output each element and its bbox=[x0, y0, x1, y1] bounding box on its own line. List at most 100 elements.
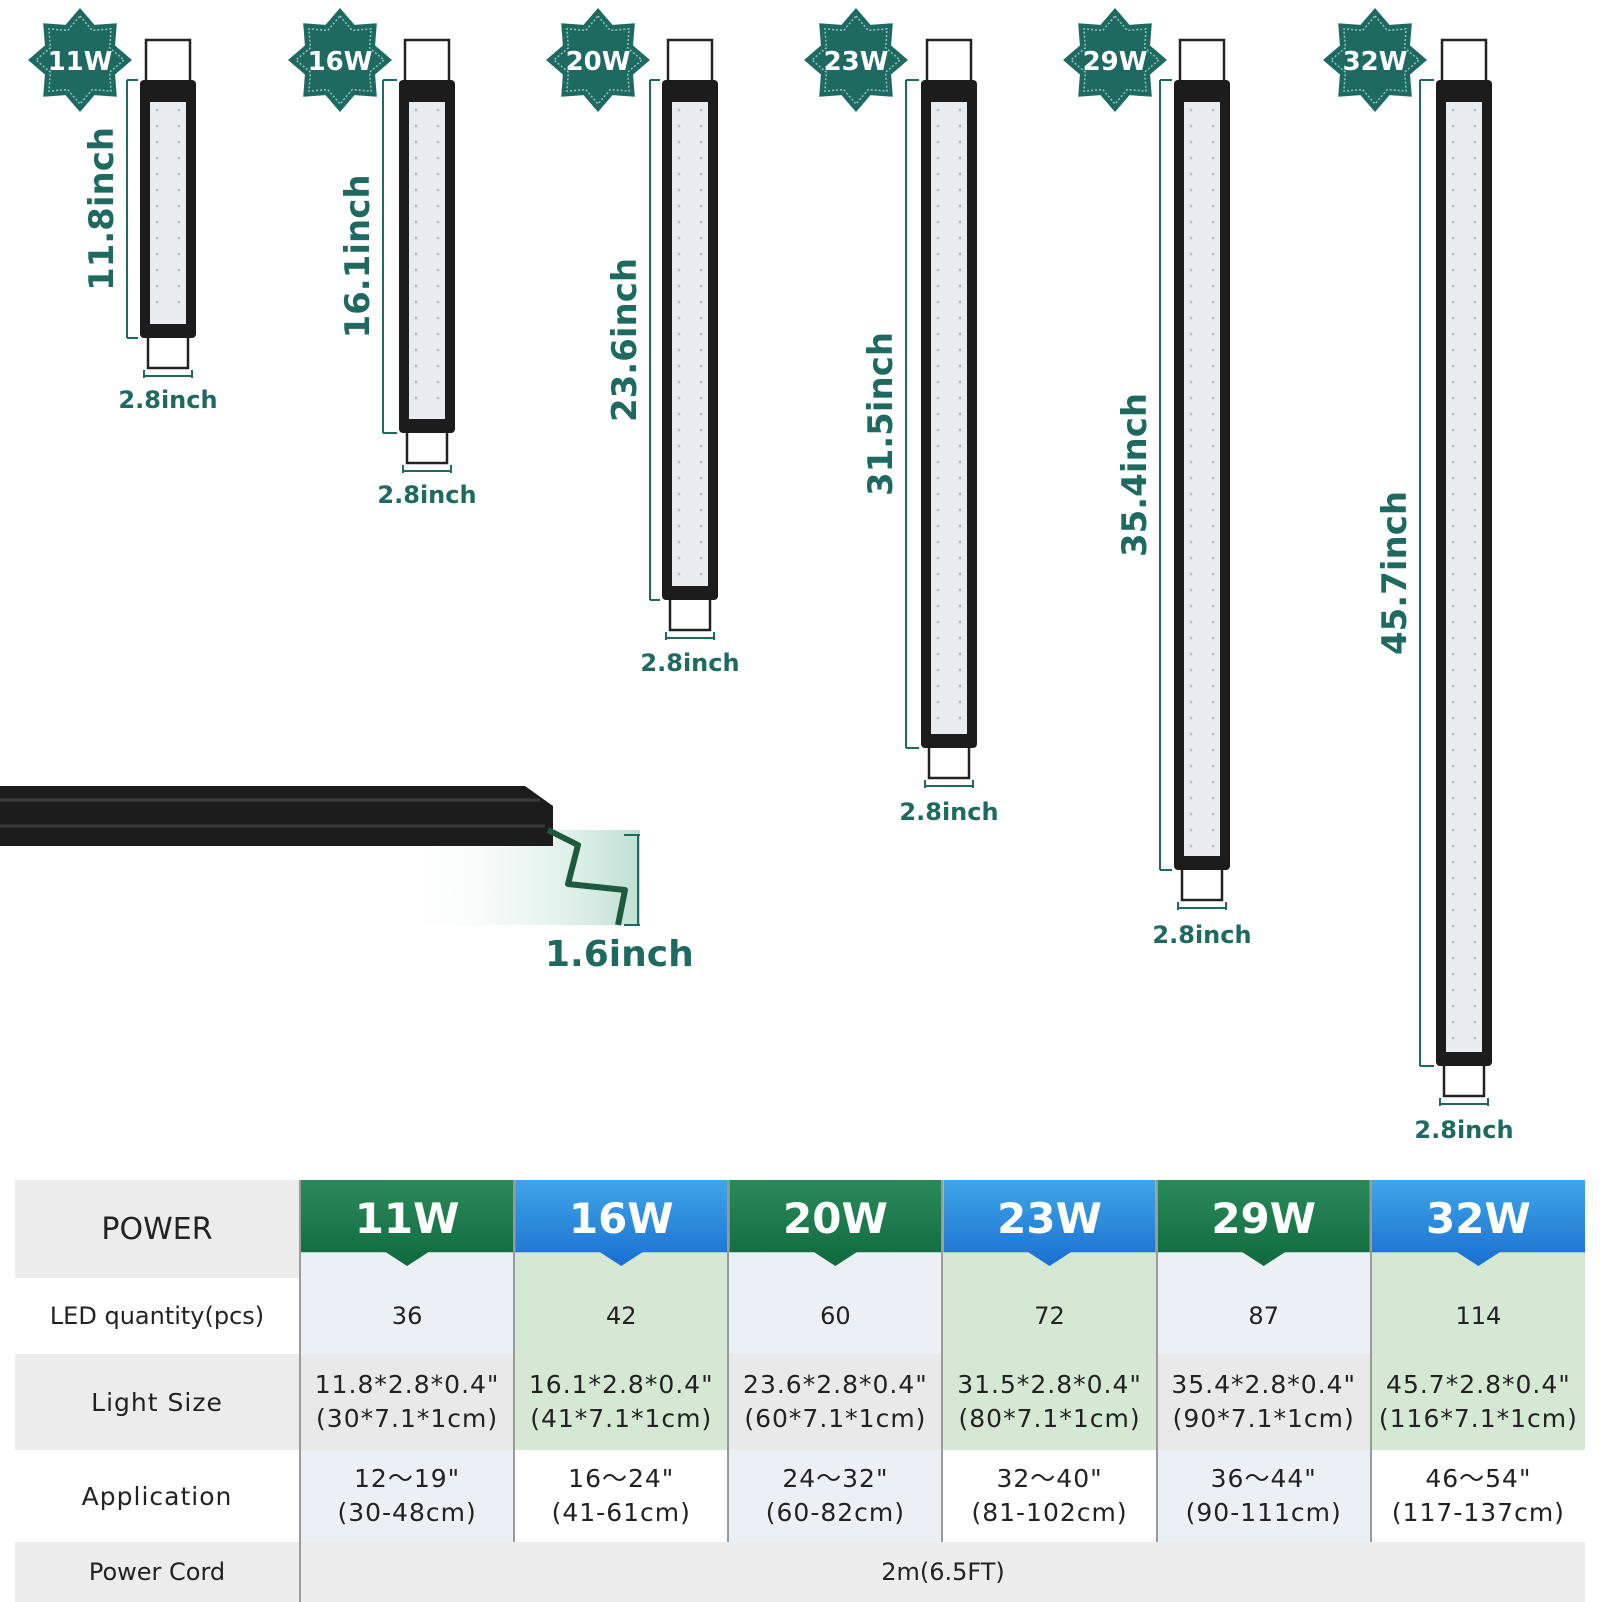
led-dot bbox=[1211, 620, 1215, 624]
led-dot bbox=[1473, 796, 1477, 800]
led-dot bbox=[936, 412, 940, 416]
led-dot bbox=[1189, 588, 1193, 592]
led-dot bbox=[936, 652, 940, 656]
led-dot bbox=[1473, 860, 1477, 864]
led-dot bbox=[1451, 604, 1455, 608]
led-dot bbox=[1451, 972, 1455, 976]
led-dot bbox=[155, 204, 159, 208]
led-dot bbox=[958, 588, 962, 592]
led-dot bbox=[1211, 764, 1215, 768]
led-dot bbox=[436, 300, 440, 304]
led-dot bbox=[414, 316, 418, 320]
led-dot bbox=[677, 140, 681, 144]
led-dot bbox=[1211, 588, 1215, 592]
led-dot bbox=[1473, 732, 1477, 736]
length-label: 11.8inch bbox=[82, 127, 122, 291]
led-dot bbox=[436, 204, 440, 208]
led-panel bbox=[931, 102, 967, 734]
led-dot bbox=[936, 396, 940, 400]
led-dot bbox=[436, 348, 440, 352]
led-dot bbox=[1473, 572, 1477, 576]
led-dot bbox=[958, 684, 962, 688]
led-dot bbox=[1189, 748, 1193, 752]
led-dot bbox=[155, 284, 159, 288]
led-dot bbox=[1189, 796, 1193, 800]
led-dot bbox=[677, 348, 681, 352]
bottom-bracket bbox=[668, 600, 712, 632]
led-dot bbox=[177, 300, 181, 304]
led-dot bbox=[958, 204, 962, 208]
led-dot bbox=[1451, 108, 1455, 112]
led-dot bbox=[177, 220, 181, 224]
led-dot bbox=[1211, 412, 1215, 416]
led-dot bbox=[1211, 108, 1215, 112]
led-dot bbox=[414, 332, 418, 336]
led-dot bbox=[936, 700, 940, 704]
led-dot bbox=[414, 268, 418, 272]
led-dot bbox=[936, 236, 940, 240]
led-dot bbox=[1451, 828, 1455, 832]
led-dot bbox=[936, 572, 940, 576]
size-inch: 23.6*2.8*0.4" bbox=[743, 1370, 928, 1399]
led-dot bbox=[1473, 828, 1477, 832]
led-dot bbox=[699, 236, 703, 240]
led-dot bbox=[699, 252, 703, 256]
led-dot bbox=[155, 300, 159, 304]
led-dot bbox=[1473, 636, 1477, 640]
led-dot bbox=[699, 156, 703, 160]
led-dot bbox=[436, 188, 440, 192]
led-dot bbox=[1473, 1004, 1477, 1008]
led-dot bbox=[436, 284, 440, 288]
led-dot bbox=[177, 108, 181, 112]
led-dot bbox=[1473, 204, 1477, 208]
led-dot bbox=[1473, 124, 1477, 128]
led-dot bbox=[1473, 1020, 1477, 1024]
size-cm: (30*7.1*1cm) bbox=[316, 1404, 499, 1433]
led-dot bbox=[1189, 668, 1193, 672]
led-dot bbox=[936, 508, 940, 512]
led-dot bbox=[414, 156, 418, 160]
led-dot bbox=[936, 268, 940, 272]
power-badge-border bbox=[552, 14, 644, 106]
led-dot bbox=[1211, 188, 1215, 192]
led-dot bbox=[155, 140, 159, 144]
led-dot bbox=[699, 300, 703, 304]
application-inch: 32～40" bbox=[996, 1464, 1103, 1493]
size-inch: 35.4*2.8*0.4" bbox=[1171, 1370, 1357, 1399]
led-dot bbox=[677, 380, 681, 384]
led-dot bbox=[677, 556, 681, 560]
application-cm: (90-111cm) bbox=[1185, 1498, 1342, 1527]
led-dot bbox=[1473, 268, 1477, 272]
led-dot bbox=[155, 156, 159, 160]
led-dot bbox=[1189, 508, 1193, 512]
led-dot bbox=[1451, 188, 1455, 192]
led-dot bbox=[1189, 684, 1193, 688]
led-dot bbox=[677, 300, 681, 304]
led-dot bbox=[1473, 236, 1477, 240]
width-label: 2.8inch bbox=[640, 649, 739, 677]
led-dot bbox=[1189, 172, 1193, 176]
led-dot bbox=[155, 188, 159, 192]
led-dot bbox=[1473, 652, 1477, 656]
bottom-bracket bbox=[1442, 1066, 1486, 1098]
application-value: 36～44"(90-111cm) bbox=[1155, 1450, 1371, 1542]
led-dot bbox=[1473, 780, 1477, 784]
power-badge-border bbox=[294, 14, 386, 106]
width-label: 2.8inch bbox=[1152, 921, 1251, 949]
led-dot bbox=[155, 124, 159, 128]
led-dot bbox=[1451, 668, 1455, 672]
led-dot bbox=[699, 220, 703, 224]
led-dot bbox=[1473, 588, 1477, 592]
led-dot bbox=[1189, 556, 1193, 560]
power-badge bbox=[1063, 8, 1167, 112]
led-dot bbox=[414, 124, 418, 128]
led-dot bbox=[1451, 316, 1455, 320]
led-value: 72 bbox=[941, 1278, 1157, 1354]
led-dot bbox=[1473, 748, 1477, 752]
led-dot bbox=[1189, 268, 1193, 272]
led-dot bbox=[958, 332, 962, 336]
led-dot bbox=[1211, 204, 1215, 208]
width-label: 2.8inch bbox=[1414, 1116, 1513, 1144]
power-header-banner: 16W bbox=[515, 1180, 728, 1266]
power-label: POWER bbox=[15, 1180, 300, 1278]
